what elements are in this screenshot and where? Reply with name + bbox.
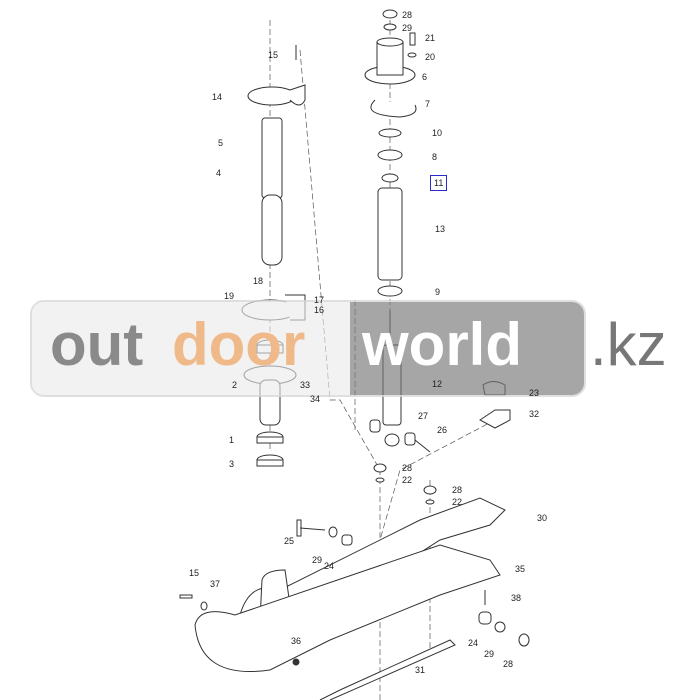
- part-label-31[interactable]: 31: [415, 665, 426, 675]
- part-label-17[interactable]: 17: [314, 295, 325, 305]
- part-label-5[interactable]: 5: [218, 138, 224, 148]
- part-label-30[interactable]: 30: [537, 513, 548, 523]
- part-label-23[interactable]: 23: [529, 388, 540, 398]
- part-label-21[interactable]: 21: [425, 33, 436, 43]
- part-label-2[interactable]: 2: [232, 380, 238, 390]
- part-label-4[interactable]: 4: [216, 168, 222, 178]
- part-label-29[interactable]: 29: [312, 555, 323, 565]
- watermark-out: out: [50, 311, 144, 378]
- part-label-37[interactable]: 37: [210, 579, 221, 589]
- part-label-26[interactable]: 26: [437, 425, 448, 435]
- part-label-36[interactable]: 36: [291, 636, 302, 646]
- part-label-28[interactable]: 28: [452, 485, 463, 495]
- part-label-38[interactable]: 38: [511, 593, 522, 603]
- part-label-32[interactable]: 32: [529, 409, 540, 419]
- watermark-door: door: [172, 311, 306, 378]
- part-label-33[interactable]: 33: [300, 380, 311, 390]
- part-label-8[interactable]: 8: [432, 152, 438, 162]
- part-label-12[interactable]: 12: [432, 379, 443, 389]
- watermark-banner: [30, 300, 586, 397]
- part-label-1[interactable]: 1: [229, 435, 235, 445]
- ski: [179, 497, 530, 700]
- part-label-29[interactable]: 29: [402, 23, 413, 33]
- part-label-22[interactable]: 22: [452, 497, 463, 507]
- part-label-22[interactable]: 22: [402, 475, 413, 485]
- part-label-16[interactable]: 16: [314, 305, 325, 315]
- part-label-28[interactable]: 28: [402, 10, 413, 20]
- part-label-27[interactable]: 27: [418, 411, 429, 421]
- part-label-34[interactable]: 34: [310, 394, 321, 404]
- part-label-28[interactable]: 28: [402, 463, 413, 473]
- left-column-parts: [241, 45, 306, 467]
- coil-spring: [377, 187, 403, 281]
- part-label-19[interactable]: 19: [224, 291, 235, 301]
- part-label-25[interactable]: 25: [284, 536, 295, 546]
- part-label-9[interactable]: 9: [435, 287, 441, 297]
- part-label-15[interactable]: 15: [268, 50, 279, 60]
- part-label-29[interactable]: 29: [484, 649, 495, 659]
- part-label-28[interactable]: 28: [503, 659, 514, 669]
- part-label-20[interactable]: 20: [425, 52, 436, 62]
- watermark-kz: .kz: [590, 311, 667, 378]
- part-label-35[interactable]: 35: [515, 564, 526, 574]
- part-label-3[interactable]: 3: [229, 459, 235, 469]
- part-label-13[interactable]: 13: [435, 224, 446, 234]
- part-label-7[interactable]: 7: [425, 99, 431, 109]
- part-label-14[interactable]: 14: [212, 92, 223, 102]
- part-label-6[interactable]: 6: [422, 72, 428, 82]
- part-label-24[interactable]: 24: [468, 638, 479, 648]
- part-label-24[interactable]: 24: [324, 561, 335, 571]
- watermark-world: world: [362, 311, 522, 378]
- part-label-18[interactable]: 18: [253, 276, 264, 286]
- part-label-15[interactable]: 15: [189, 568, 200, 578]
- part-label-11[interactable]: 11: [430, 175, 448, 191]
- part-label-10[interactable]: 10: [432, 128, 443, 138]
